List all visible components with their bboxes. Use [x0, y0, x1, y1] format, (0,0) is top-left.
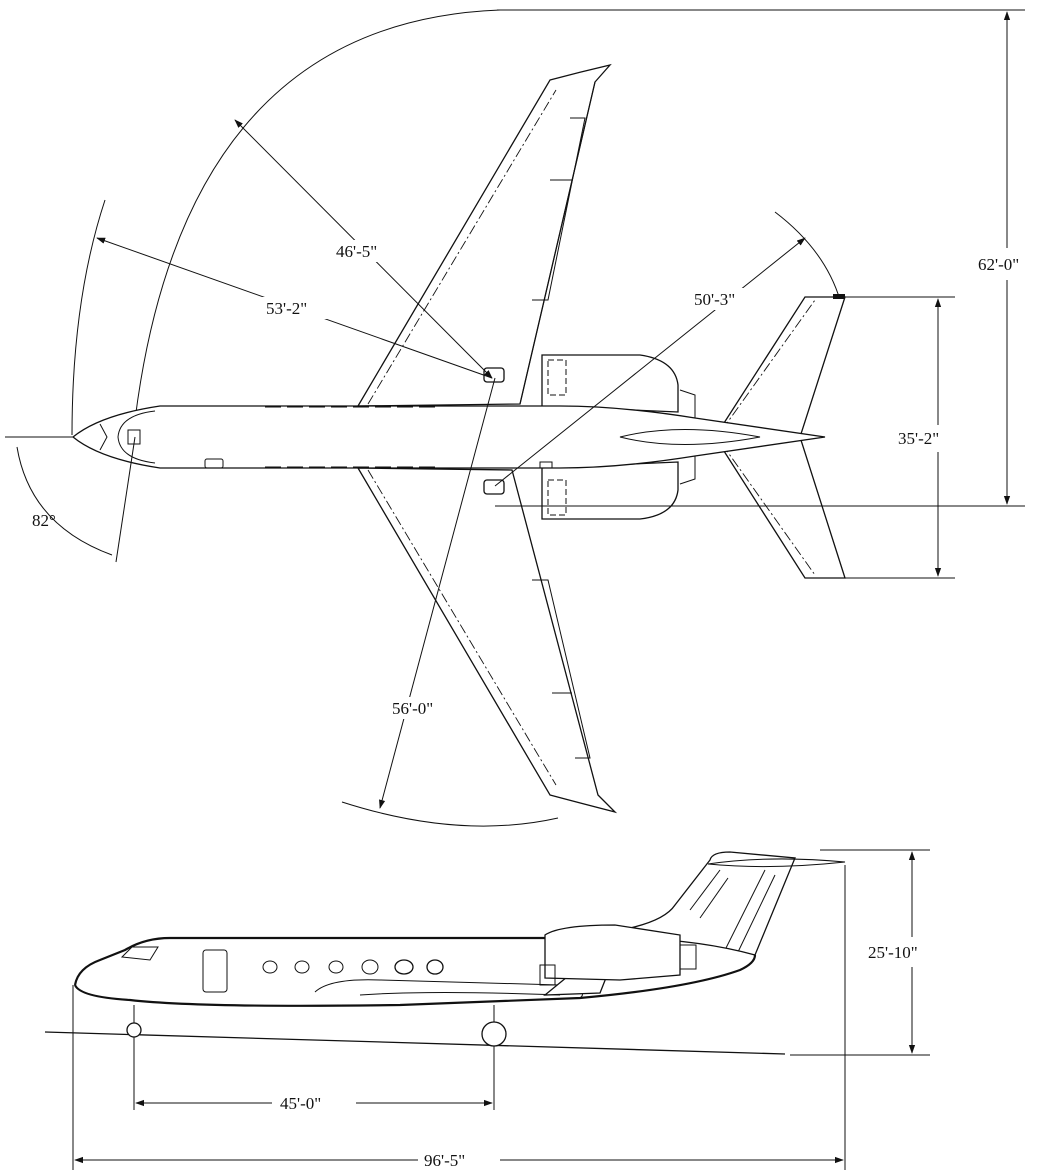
ground-line — [44, 1031, 786, 1055]
pylon-upper — [679, 389, 696, 418]
label-steering-angle: 82° — [32, 511, 56, 530]
cabin-window — [361, 959, 379, 975]
cockpit-window-side — [120, 946, 159, 961]
engine-inlet-side — [539, 964, 556, 986]
leader-56-0 — [379, 377, 496, 809]
tail-turn-arc — [774, 211, 841, 301]
fuselage-top-outline — [73, 936, 630, 986]
tail-detail-1 — [689, 869, 721, 911]
rudder-line-2 — [737, 874, 776, 953]
upper-engine-inlet — [547, 359, 567, 396]
wingtip-turn-arc — [134, 9, 501, 421]
upper-aileron — [532, 117, 586, 301]
cabin-door-side — [202, 949, 228, 993]
steering-leader — [115, 436, 136, 563]
cockpit-windshield — [117, 410, 156, 464]
nose-turn-arc — [71, 199, 106, 436]
cabin-window — [426, 959, 444, 975]
stabilizer-hinge-upper — [721, 299, 816, 431]
label-turn-radius-tail: 50'-3" — [694, 290, 735, 309]
label-turn-radius-wingtip: 46'-5" — [336, 242, 377, 261]
label-wheelbase: 45'-0" — [280, 1094, 321, 1113]
stabilizer-tip-light — [833, 294, 845, 299]
label-turn-radius-opposite: 56'-0" — [392, 699, 433, 718]
leader-50-3 — [494, 237, 806, 487]
main-wheel — [481, 1021, 507, 1047]
nose-wheel — [126, 1022, 142, 1038]
cabin-door — [204, 458, 224, 469]
label-stabilizer-span: 35'-2" — [898, 429, 939, 448]
label-overall-height: 25'-10" — [868, 943, 918, 962]
cabin-window — [294, 960, 310, 974]
tail-cone — [619, 429, 761, 445]
main-gear-right — [483, 479, 505, 495]
rudder-line-1 — [724, 869, 766, 951]
lower-engine — [541, 461, 679, 520]
lower-wing — [356, 467, 618, 814]
wing-root-fairing — [539, 461, 553, 469]
wing-side-edge — [359, 992, 561, 996]
steering-angle-arc — [16, 446, 113, 556]
nose-cone-detail — [99, 423, 108, 451]
upper-engine — [541, 354, 679, 413]
lower-aileron — [532, 579, 591, 759]
side-view: 45'-0" 96'-5" 25'-10" — [44, 849, 930, 1170]
vertical-tail — [629, 851, 796, 956]
engine-side — [544, 924, 681, 981]
label-overall-length: 96'-5" — [424, 1151, 465, 1170]
horizontal-stab-side — [707, 858, 846, 868]
pylon-lower — [679, 456, 696, 485]
cabin-window — [394, 959, 414, 975]
upper-wing-trailing-edge — [519, 81, 596, 405]
cabin-window — [328, 960, 344, 974]
lower-flap-line — [367, 469, 557, 786]
tail-detail-2 — [699, 877, 729, 919]
cabin-window — [262, 960, 278, 974]
lower-engine-inlet — [547, 479, 567, 516]
stabilizer-hinge-lower — [721, 443, 816, 576]
plan-view: 46'-5" 53'-2" 50'-3" 56'-0" 62'-0" 35'-2… — [5, 9, 1025, 827]
opposite-wingtip-turn-arc — [341, 801, 559, 827]
engine-exhaust-side — [679, 944, 697, 970]
fuselage — [71, 405, 826, 469]
label-turn-radius-nose: 53'-2" — [266, 299, 307, 318]
fuselage-bottom-outline — [73, 954, 757, 1007]
label-wingspan: 62'-0" — [978, 255, 1019, 274]
